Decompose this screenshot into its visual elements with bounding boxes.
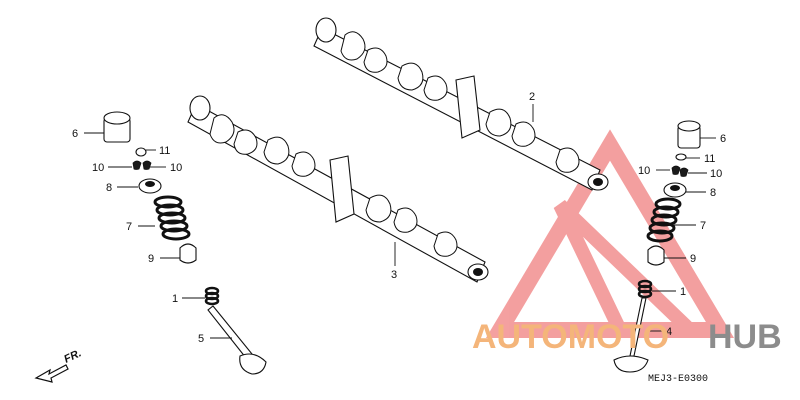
callout-7-right: 7 xyxy=(700,220,706,232)
watermark-text: AUTOMOTO HUB xyxy=(472,318,782,356)
callout-8-left: 8 xyxy=(106,182,112,194)
callout-5-left: 5 xyxy=(198,333,204,345)
exhaust-camshaft xyxy=(187,95,489,283)
callout-7-left: 7 xyxy=(126,221,132,233)
callout-10-right-b: 10 xyxy=(710,168,722,180)
front-direction-label: FR. xyxy=(62,347,83,365)
callout-6-left: 6 xyxy=(72,128,78,140)
callout-10-right-a: 10 xyxy=(638,165,650,177)
watermark-text-gray: HUB xyxy=(708,318,782,356)
right-valve-assembly xyxy=(613,120,701,373)
callout-1-left: 1 xyxy=(172,293,178,305)
callout-3: 3 xyxy=(391,269,397,281)
watermark-triangle-logo xyxy=(485,129,735,338)
callout-6-right: 6 xyxy=(720,133,726,145)
left-valve-assembly xyxy=(103,111,267,375)
diagram-code: MEJ3-E0300 xyxy=(648,374,708,385)
callout-9-right: 9 xyxy=(690,253,696,265)
callout-2: 2 xyxy=(529,91,535,103)
callout-11-right: 11 xyxy=(704,153,715,165)
callout-labels: 6 11 10 10 8 7 9 1 5 2 3 6 11 10 10 8 7 … xyxy=(72,91,726,345)
leader-lines xyxy=(84,104,716,339)
front-arrow-icon xyxy=(34,364,69,383)
callout-10-left-a: 10 xyxy=(92,162,104,174)
intake-camshaft xyxy=(313,17,609,191)
callout-8-right: 8 xyxy=(710,187,716,199)
callout-1-right: 1 xyxy=(680,286,686,298)
front-direction-indicator: FR. xyxy=(34,347,83,383)
callout-10-left-b: 10 xyxy=(170,162,182,174)
callout-4: 4 xyxy=(666,326,672,338)
callout-11-left: 11 xyxy=(159,145,170,157)
callout-9-left: 9 xyxy=(148,253,154,265)
watermark-text-orange: AUTOMOTO xyxy=(472,318,669,356)
